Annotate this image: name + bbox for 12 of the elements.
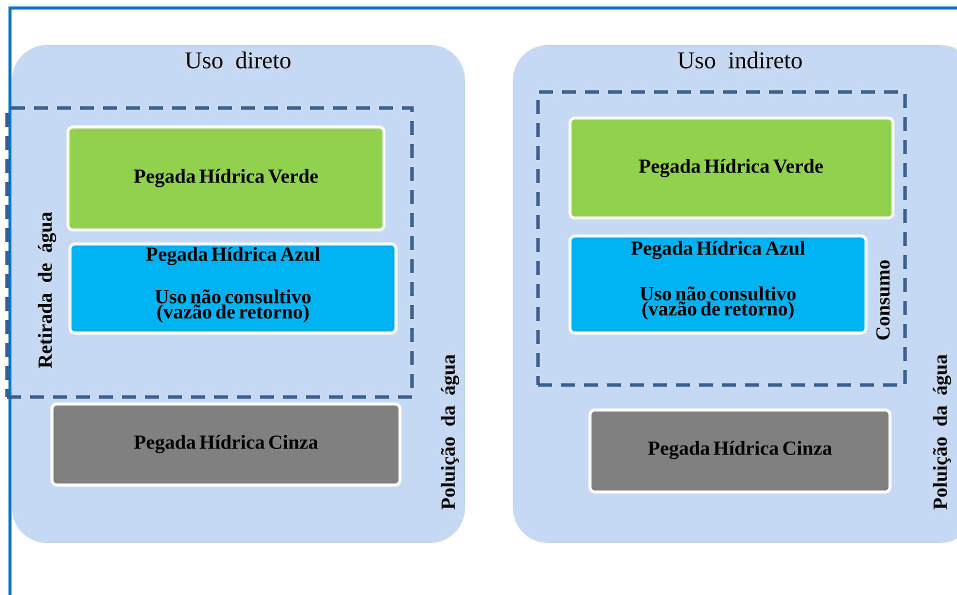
footprint-box: Pegada Hídrica Azul Uso não consultivo (vazão de retorno): [68, 242, 398, 334]
side-label: Retirada de água: [38, 212, 56, 368]
side-label: Poluição da água: [932, 354, 952, 510]
panel-title: Uso indireto: [678, 52, 802, 68]
footprint-box: Pegada Hídrica Azul Uso não consultivo (vazão de retorno): [568, 234, 868, 334]
footprint-box: Pegada Hídrica Cinza: [50, 402, 402, 486]
side-label: Poluição da água: [440, 354, 460, 510]
footprint-box: Pegada Hídrica Verde: [66, 126, 386, 232]
side-label: Consumo: [876, 260, 890, 340]
panel-title: Uso direto: [185, 52, 290, 68]
footprint-box: Pegada Hídrica Cinza: [588, 408, 892, 494]
footprint-box: Pegada Hídrica Verde: [568, 116, 894, 220]
